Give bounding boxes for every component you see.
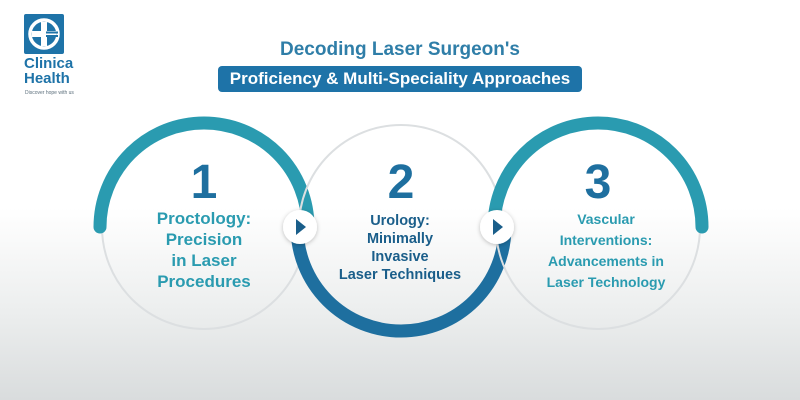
step-3-description: Vascular Interventions: Advancements in … xyxy=(546,211,666,290)
logo-name: Clinica Health xyxy=(24,56,114,86)
arrow-connector-1 xyxy=(283,210,317,244)
headline: Decoding Laser Surgeon's xyxy=(280,39,520,60)
logo-mark-icon xyxy=(24,14,64,54)
step-2-description: Urology: Minimally Invasive Laser Techni… xyxy=(338,213,462,283)
step-1-description: Proctology: Precision in Laser Procedure… xyxy=(156,209,252,291)
logo-name-line1: Clinica xyxy=(24,55,74,72)
logo-name-line2: Health xyxy=(24,70,70,87)
step-2-number: 2 xyxy=(387,156,415,209)
logo-tagline: Discover hope with us xyxy=(25,90,74,96)
subheadline: Proficiency & Multi-Speciality Approache… xyxy=(217,66,583,92)
clinica-health-logo: Clinica Health Discover hope with us xyxy=(24,14,114,100)
arrow-connector-2 xyxy=(480,210,514,244)
step-1-number: 1 xyxy=(190,156,218,209)
subheadline-banner: Proficiency & Multi-Speciality Approache… xyxy=(0,66,800,92)
step-3-number: 3 xyxy=(584,156,612,209)
